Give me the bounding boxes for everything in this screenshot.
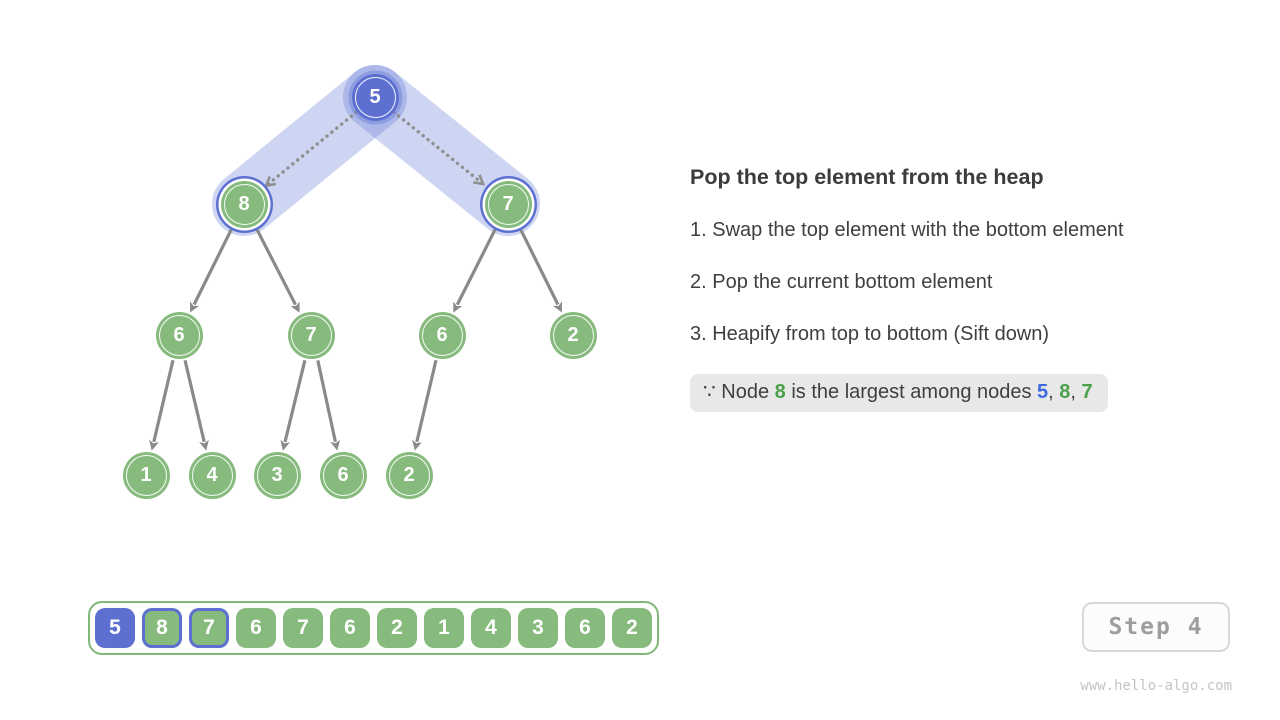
- array-cell: 2: [377, 608, 417, 648]
- note-node-8b: 8: [1059, 381, 1071, 403]
- tree-node: 2: [549, 311, 597, 359]
- tree-node: 4: [188, 451, 236, 499]
- instruction-panel: Pop the top element from the heap 1. Swa…: [690, 164, 1230, 412]
- note-node-8: 8: [774, 381, 786, 403]
- tree-node-swap-left: 8: [220, 180, 268, 228]
- array-cell: 2: [612, 608, 652, 648]
- note-text: ,: [1070, 381, 1082, 403]
- swap-arrow-root-to-left-child: [264, 110, 359, 188]
- step-indicator-badge: Step 4: [1082, 602, 1230, 652]
- note-text: ∵ Node: [703, 381, 775, 403]
- instruction-step-1: 1. Swap the top element with the bottom …: [690, 219, 1124, 241]
- swap-arrow-root-to-right-child: [392, 110, 486, 186]
- note-text: is the largest among nodes: [785, 381, 1038, 403]
- tree-node: 3: [253, 451, 301, 499]
- tree-node: 6: [155, 311, 203, 359]
- tree-edges-layer: [149, 65, 562, 451]
- array-cell: 6: [330, 608, 370, 648]
- tree-node: 1: [122, 451, 170, 499]
- tree-node-swap-right: 7: [484, 180, 532, 228]
- array-cell: 4: [471, 608, 511, 648]
- tree-edge: [190, 226, 234, 313]
- tree-edge: [412, 359, 438, 451]
- tree-node: 6: [418, 311, 466, 359]
- tree-node-root: 5: [351, 73, 399, 121]
- tree-node: 6: [319, 451, 367, 499]
- instruction-step-3: 3. Heapify from top to bottom (Sift down…: [690, 323, 1050, 345]
- tree-edge: [254, 226, 300, 313]
- tree-edge: [149, 359, 175, 451]
- watermark: www.hello-algo.com: [1080, 678, 1232, 694]
- tree-edge: [183, 359, 209, 451]
- array-cell: 6: [236, 608, 276, 648]
- tree-edge: [280, 359, 307, 451]
- array-cell: 6: [565, 608, 605, 648]
- array-cell: 5: [95, 608, 135, 648]
- tree-node: 2: [385, 451, 433, 499]
- note-text: ,: [1048, 381, 1060, 403]
- array-cell: 1: [424, 608, 464, 648]
- array-cell: 3: [518, 608, 558, 648]
- heap-tree-diagram: 5 8 7 6 7 6 2 1 4 3 6 2: [0, 0, 680, 560]
- panel-title: Pop the top element from the heap: [690, 165, 1044, 189]
- heap-array: 5 8 7 6 7 6 2 1 4 3 6 2: [88, 601, 659, 655]
- array-cell: 8: [142, 608, 182, 648]
- array-cell: 7: [189, 608, 229, 648]
- tree-edge: [316, 360, 341, 451]
- array-cell: 7: [283, 608, 323, 648]
- tree-node: 7: [287, 311, 335, 359]
- note-node-7: 7: [1081, 381, 1093, 403]
- tree-edges: [149, 226, 562, 451]
- tree-edge: [453, 226, 498, 313]
- tree-edge: [518, 226, 562, 313]
- instruction-step-2: 2. Pop the current bottom element: [690, 271, 993, 293]
- note-node-5: 5: [1037, 381, 1049, 403]
- note-box: ∵ Node 8 is the largest among nodes 5, 8…: [690, 374, 1108, 412]
